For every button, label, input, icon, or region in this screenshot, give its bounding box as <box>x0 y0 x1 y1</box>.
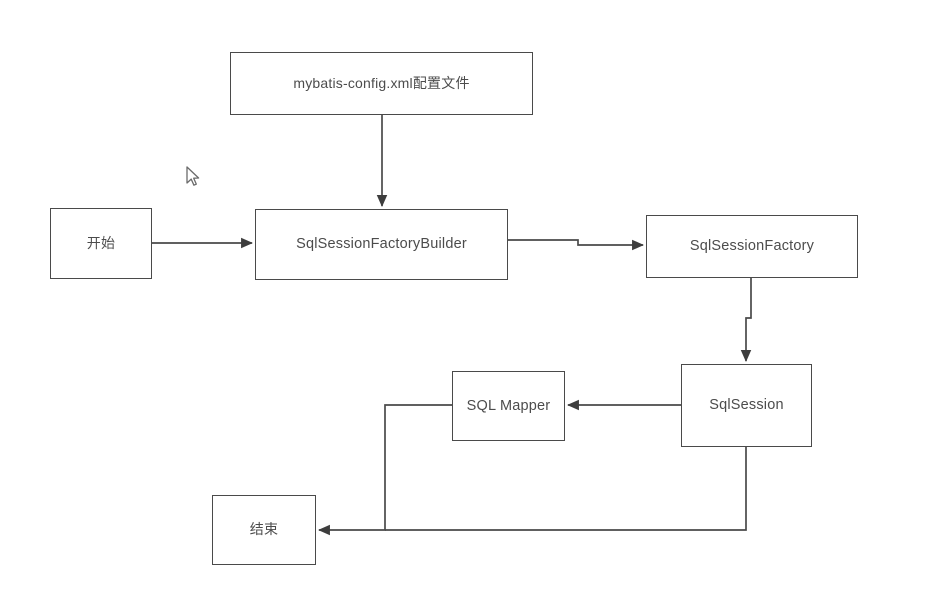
node-label: SqlSession <box>709 397 784 414</box>
node-label: 开始 <box>86 234 116 251</box>
edge-factory-to-session <box>740 278 752 362</box>
node-end[interactable]: 结束 <box>212 495 316 565</box>
edge-mapper-to-end <box>318 404 452 536</box>
node-sqlsessionfactorybuilder[interactable]: SqlSessionFactoryBuilder <box>255 209 508 280</box>
edge-session-to-end <box>385 447 747 531</box>
node-sqlsessionfactory[interactable]: SqlSessionFactory <box>646 215 858 278</box>
node-label: SqlSessionFactory <box>689 238 815 255</box>
node-label: SqlSessionFactoryBuilder <box>296 236 467 253</box>
node-mybatis-config-xml[interactable]: mybatis-config.xml配置文件 <box>230 52 533 115</box>
node-start[interactable]: 开始 <box>50 208 152 279</box>
node-label: mybatis-config.xml配置文件 <box>293 74 470 91</box>
edge-builder-to-factory <box>508 239 644 251</box>
node-label: 结束 <box>249 521 279 538</box>
node-sqlsession[interactable]: SqlSession <box>681 364 812 447</box>
node-sql-mapper[interactable]: SQL Mapper <box>452 371 565 441</box>
node-label: SQL Mapper <box>466 397 551 414</box>
